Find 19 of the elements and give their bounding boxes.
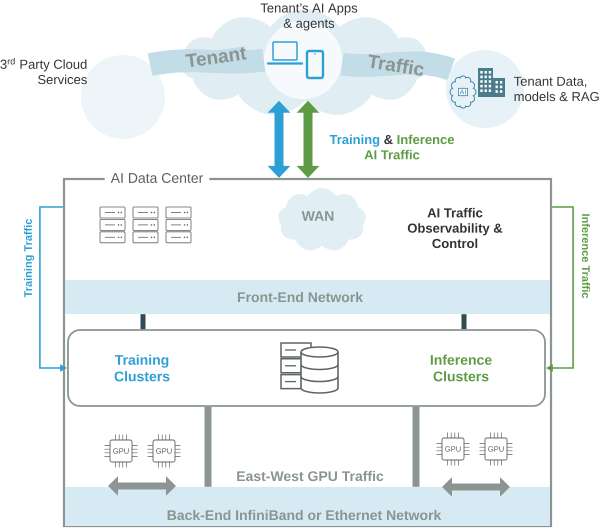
edge-label: Training Traffic bbox=[24, 218, 34, 298]
cluster-box: Training Clusters Inference Clusters bbox=[67, 329, 546, 407]
group-label: Tenant’s AI Apps & agents bbox=[260, 4, 358, 30]
caption: AI Traffic Observability & Control bbox=[408, 208, 502, 248]
network-band: Front-End Network bbox=[65, 280, 550, 314]
connector-bar bbox=[412, 406, 420, 487]
wan-cloud: WAN bbox=[278, 188, 366, 250]
edge-label: Tenant bbox=[184, 46, 248, 68]
caption: Training & Inference AI Traffic bbox=[330, 134, 454, 160]
edge-label: Traffic bbox=[366, 54, 426, 76]
connector-bar bbox=[140, 314, 146, 330]
group-label: Tenant Data, models & RAG bbox=[514, 76, 599, 102]
edge-label: Inference Traffic bbox=[582, 214, 590, 298]
traffic-band bbox=[148, 48, 266, 76]
group-label: 3$^{rd}$ Party Cloud Services bbox=[0, 58, 87, 84]
connector-bar bbox=[462, 314, 466, 330]
traffic-band bbox=[340, 51, 454, 80]
network-band: Back-End InfiniBand or Ethernet Network bbox=[65, 487, 550, 526]
connector-bar bbox=[204, 406, 212, 487]
